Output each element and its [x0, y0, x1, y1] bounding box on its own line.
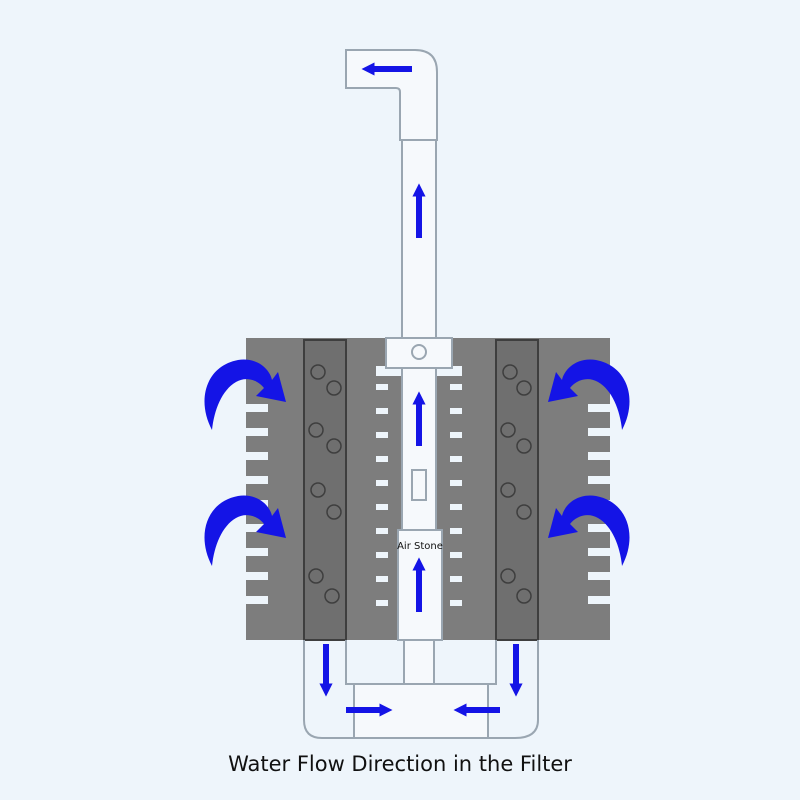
- diagram-caption: Water Flow Direction in the Filter: [228, 752, 572, 776]
- curved-arrow-icon: [548, 359, 630, 430]
- curved-arrow-icon: [204, 359, 286, 430]
- curved-arrow-icon: [548, 495, 630, 566]
- airstone-label: Air Stone: [397, 541, 443, 552]
- curved-arrow-icon: [204, 495, 286, 566]
- panel-left: [303, 339, 347, 641]
- panel-right: [495, 339, 539, 641]
